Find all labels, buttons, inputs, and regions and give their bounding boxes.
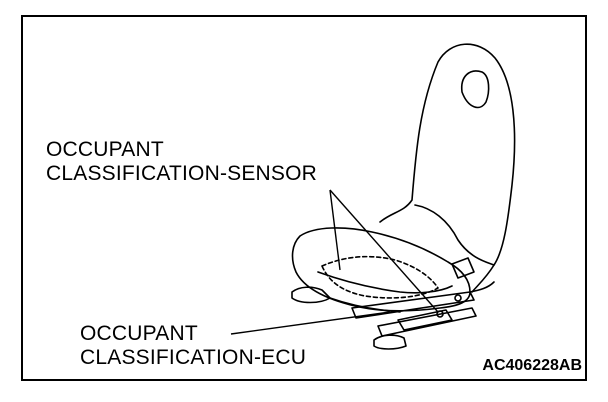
front-rail-left [291,286,331,304]
front-foot [373,334,407,350]
seat-back [379,43,516,293]
figure-code: AC406228AB [482,357,582,374]
ecu-leader [230,311,391,335]
seat-back-inner [414,204,495,266]
slide-rail [351,291,475,319]
headrest-hole [460,70,490,109]
seat-cushion [291,227,471,312]
buckle [451,257,475,279]
sensor-label-line2: CLASSIFICATION-SENSOR [46,162,318,185]
sensor-label-line1: OCCUPANT [46,138,164,161]
ecu-label-line1: OCCUPANT [80,322,198,345]
figure-frame [21,15,587,381]
ecu-label-line2: CLASSIFICATION-ECU [80,346,307,369]
cushion-seam [317,271,453,294]
sensor-leader-1 [329,189,341,271]
slide-rail-lower [377,307,477,337]
sensor-area [321,255,439,299]
ecu-box [397,309,453,331]
sensor-leader-2 [329,189,439,313]
